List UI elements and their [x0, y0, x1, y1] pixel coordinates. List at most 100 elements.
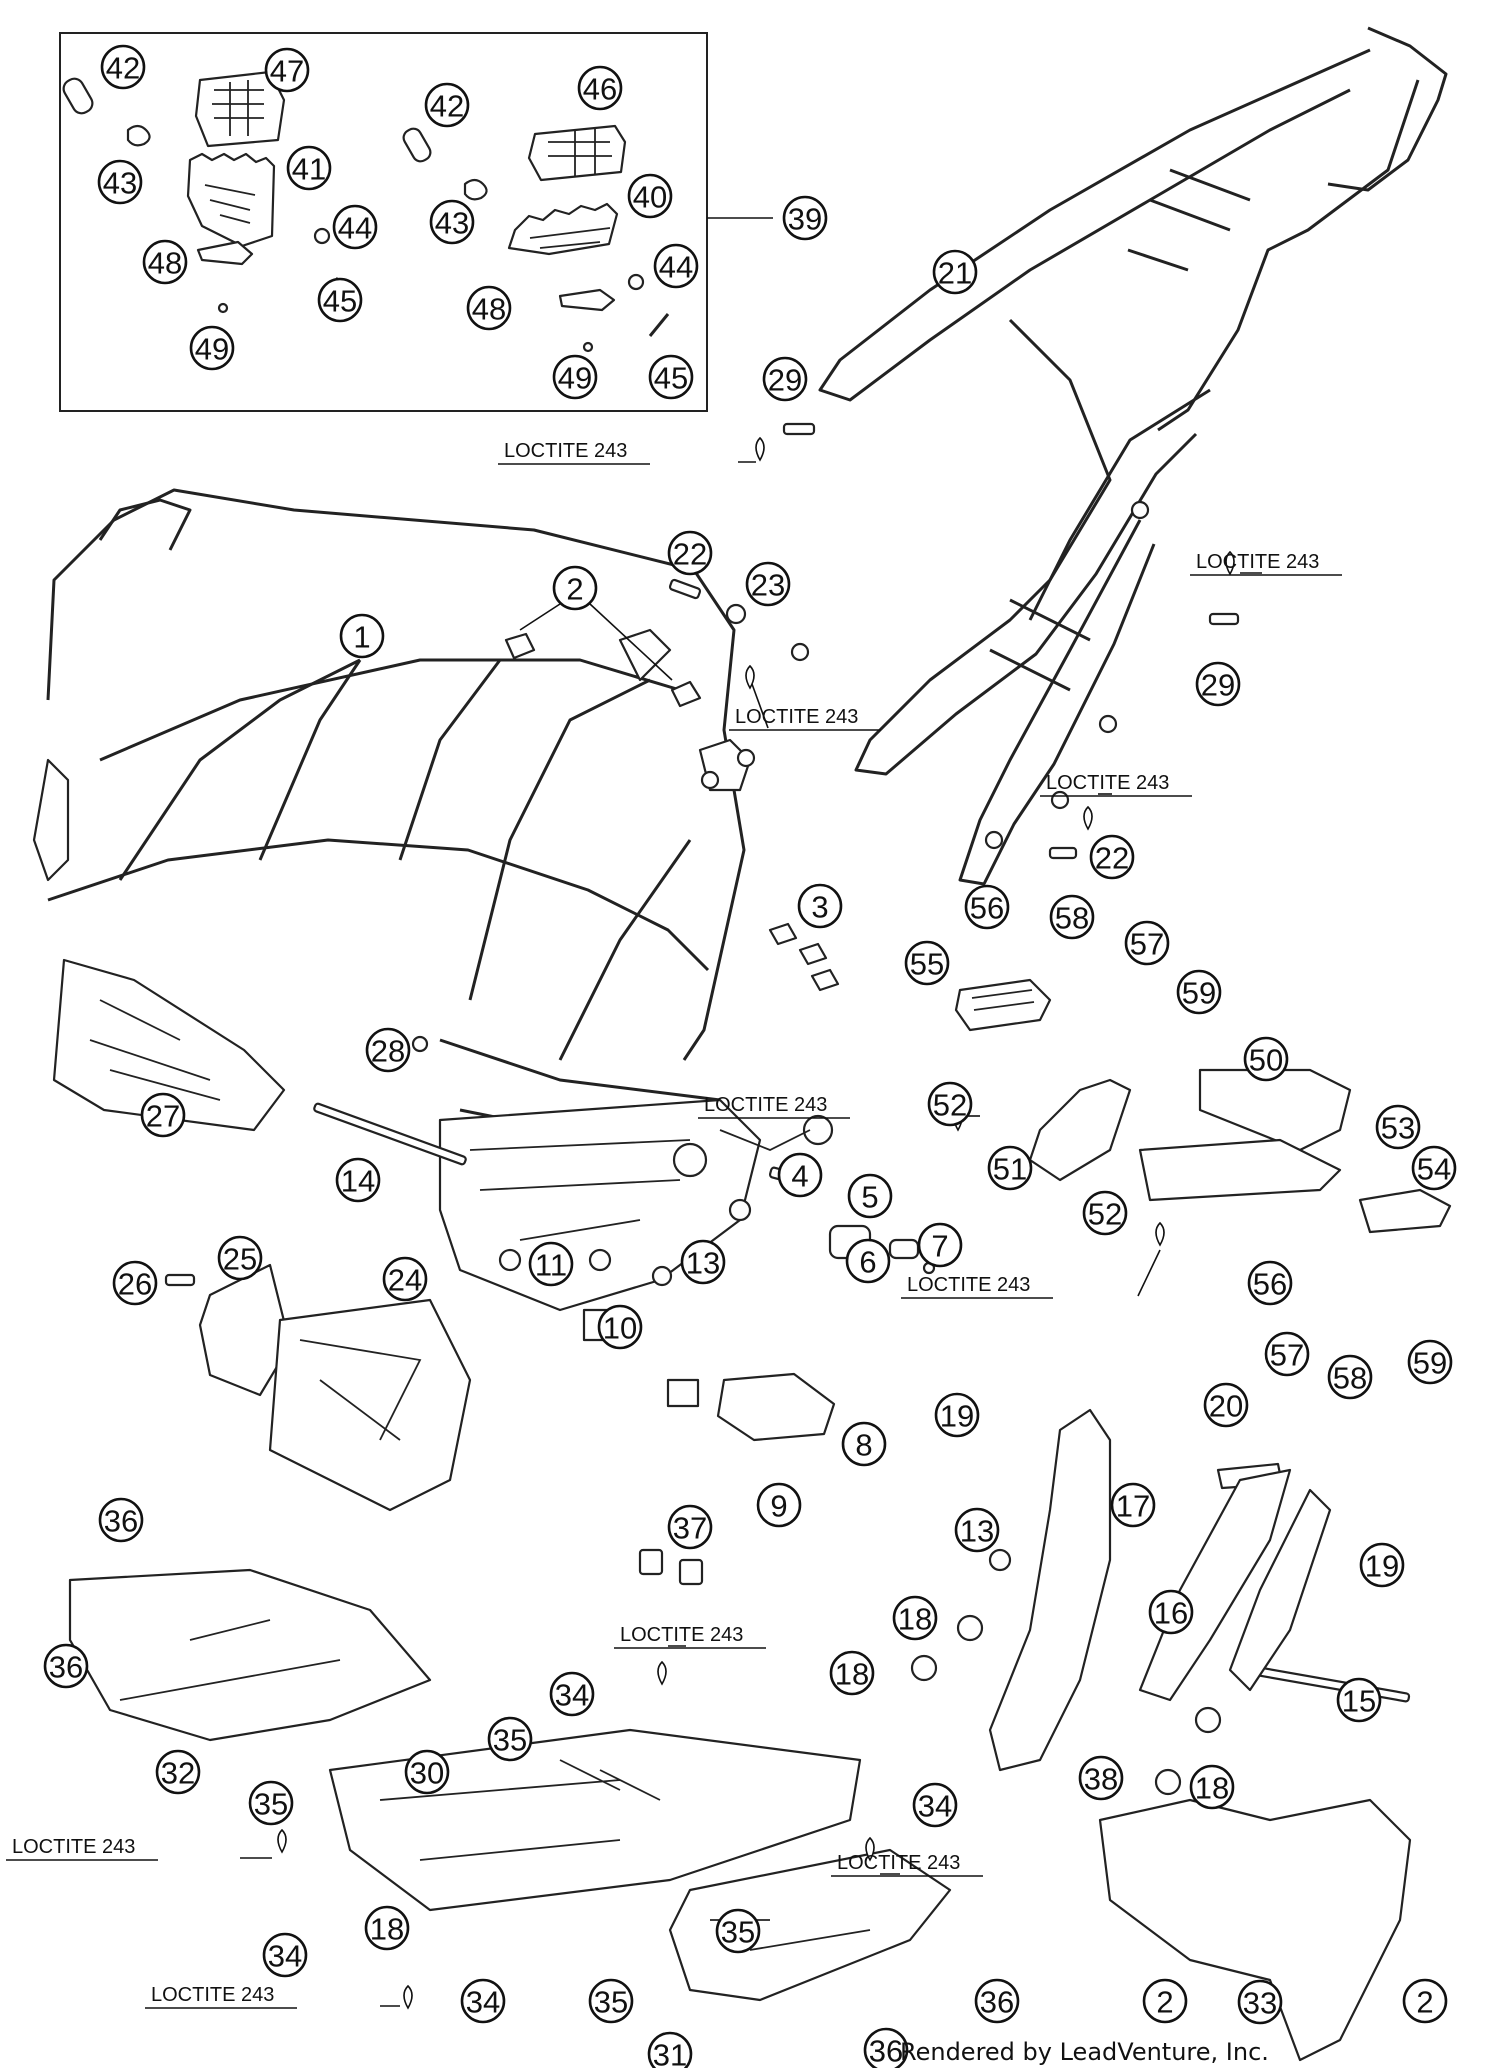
callout-number: 20	[1209, 1389, 1243, 1424]
part-callout-58b: 58	[1327, 1354, 1373, 1400]
part-callout-56b: 56	[1247, 1260, 1293, 1306]
callout-number: 46	[583, 72, 617, 107]
callout-number: 48	[472, 292, 506, 327]
callout-number: 36	[980, 1985, 1014, 2020]
callout-number: 5	[861, 1180, 878, 1215]
loctite-label-lt1: LOCTITE 243	[498, 440, 650, 465]
callout-circle	[466, 285, 512, 331]
callout-number: 35	[721, 1915, 755, 1950]
callout-circle	[248, 1780, 294, 1826]
part-callout-37: 37	[667, 1504, 713, 1550]
loctite-text: LOCTITE 243	[620, 1624, 743, 1646]
part-callout-58a: 58	[1049, 894, 1095, 940]
callout-circle	[647, 2031, 693, 2068]
part-callout-18a: 18	[892, 1595, 938, 1641]
callout-circle	[1195, 661, 1241, 707]
part-callout-27: 27	[140, 1092, 186, 1138]
part-callout-41: 41	[286, 145, 332, 191]
main-frame	[32, 488, 834, 1312]
leader-lines	[240, 461, 1262, 2007]
part-callout-34d: 34	[460, 1978, 506, 2024]
callout-number: 11	[535, 1248, 567, 1283]
callout-circle	[927, 1081, 973, 1127]
callout-number: 25	[223, 1242, 257, 1277]
footpeg-brackets	[954, 978, 1452, 1234]
callout-number: 52	[1088, 1197, 1122, 1232]
callout-number: 18	[1195, 1771, 1229, 1806]
part-callout-33: 33	[1237, 1979, 1283, 2025]
callout-number: 42	[430, 89, 464, 124]
callout-number: 34	[466, 1985, 500, 2020]
part-callout-50: 50	[1243, 1036, 1289, 1082]
part-callout-43b: 43	[429, 199, 475, 245]
part-callout-2c: 2	[1402, 1978, 1448, 2024]
callout-number: 34	[268, 1939, 302, 1974]
callout-number: 8	[855, 1428, 872, 1463]
callout-number: 19	[940, 1399, 974, 1434]
part-callout-57a: 57	[1124, 920, 1170, 966]
callout-circle	[155, 1749, 201, 1795]
callout-number: 4	[791, 1159, 808, 1194]
callout-number: 59	[1182, 976, 1216, 1011]
callout-circle	[217, 1235, 263, 1281]
part-callout-32: 32	[155, 1749, 201, 1795]
callout-circle	[1336, 1677, 1382, 1723]
loctite-label-lt4: LOCTITE 243	[1040, 772, 1192, 797]
callout-circle	[112, 1260, 158, 1306]
part-callout-34b: 34	[912, 1782, 958, 1828]
callout-number: 49	[195, 332, 229, 367]
callout-number: 57	[1270, 1338, 1304, 1373]
footpeg-kit-box	[59, 32, 773, 412]
loctite-text: LOCTITE 243	[1196, 551, 1319, 573]
callout-circle	[552, 565, 598, 611]
callout-circle	[487, 1716, 533, 1762]
callout-circle	[756, 1482, 802, 1528]
callout-number: 18	[898, 1602, 932, 1637]
loctite-text: LOCTITE 243	[704, 1094, 827, 1116]
part-callout-29b: 29	[1195, 661, 1241, 707]
callout-circle	[317, 277, 363, 323]
part-callout-17: 17	[1110, 1482, 1156, 1528]
part-callout-35d: 35	[588, 1978, 634, 2024]
loctite-label-lt7: LOCTITE 243	[614, 1624, 766, 1649]
callout-number: 3	[811, 890, 828, 925]
callout-number: 24	[388, 1263, 422, 1298]
callout-circle	[1078, 1755, 1124, 1801]
loctite-text: LOCTITE 243	[907, 1274, 1030, 1296]
callout-number: 53	[1381, 1111, 1415, 1146]
part-callout-16: 16	[1148, 1589, 1194, 1635]
callout-circle	[1089, 834, 1135, 880]
part-callout-34a: 34	[549, 1671, 595, 1717]
loctite-text: LOCTITE 243	[151, 1984, 274, 2006]
callout-circle	[332, 204, 378, 250]
part-callout-59a: 59	[1176, 969, 1222, 1015]
callout-circle	[429, 199, 475, 245]
callout-number: 2	[566, 572, 583, 607]
callout-circle	[189, 325, 235, 371]
callout-circle	[987, 1145, 1033, 1191]
callout-circle	[142, 239, 188, 285]
callout-number: 54	[1417, 1152, 1451, 1187]
callout-number: 2	[1156, 1985, 1173, 2020]
part-callout-52b: 52	[1082, 1190, 1128, 1236]
callout-number: 52	[933, 1088, 967, 1123]
callout-circle	[917, 1222, 963, 1268]
part-callout-57b: 57	[1264, 1331, 1310, 1377]
callout-number: 6	[859, 1245, 876, 1280]
callout-number: 33	[1243, 1986, 1277, 2021]
part-callout-55: 55	[904, 940, 950, 986]
callout-number: 47	[270, 54, 304, 89]
callout-circle	[845, 1238, 891, 1284]
callout-circle	[43, 1643, 89, 1689]
callout-circle	[97, 159, 143, 205]
callout-number: 36	[49, 1650, 83, 1685]
loctite-text: LOCTITE 243	[735, 706, 858, 728]
callout-circle	[528, 1241, 574, 1287]
callout-circle	[777, 1152, 823, 1198]
callout-number: 48	[148, 246, 182, 281]
loctite-text: LOCTITE 243	[12, 1836, 135, 1858]
callout-circle	[335, 1157, 381, 1203]
callout-circle	[841, 1421, 887, 1467]
